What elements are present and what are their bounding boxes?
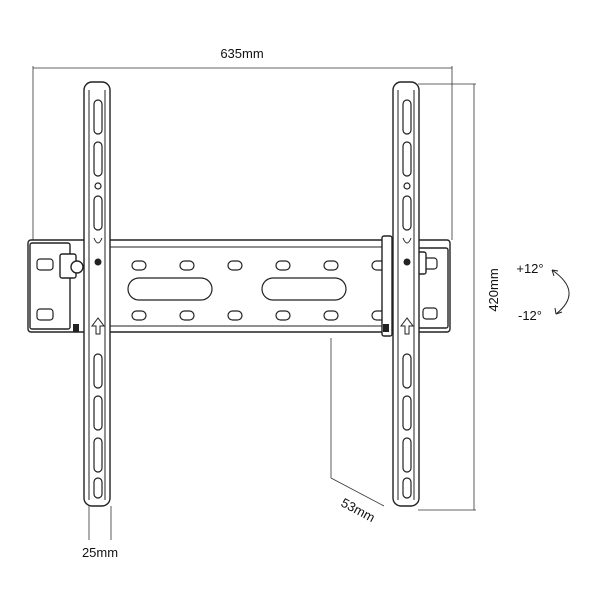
wall-plate [27,239,451,333]
arm-width-dimension: 25mm [82,506,118,560]
height-dimension: 420mm [418,83,501,511]
tilt-arc-icon [551,269,570,315]
left-arm [73,81,111,507]
width-label: 635mm [220,46,263,61]
tilt-up-label: +12° [516,261,543,276]
depth-dimension: 53mm [330,338,385,525]
width-dimension: 635mm [32,46,453,240]
arm-width-label: 25mm [82,545,118,560]
height-label: 420mm [486,268,501,311]
right-arm [381,81,420,507]
tilt-down-label: -12° [518,308,542,323]
tilt-indicator: +12° -12° [516,261,570,323]
